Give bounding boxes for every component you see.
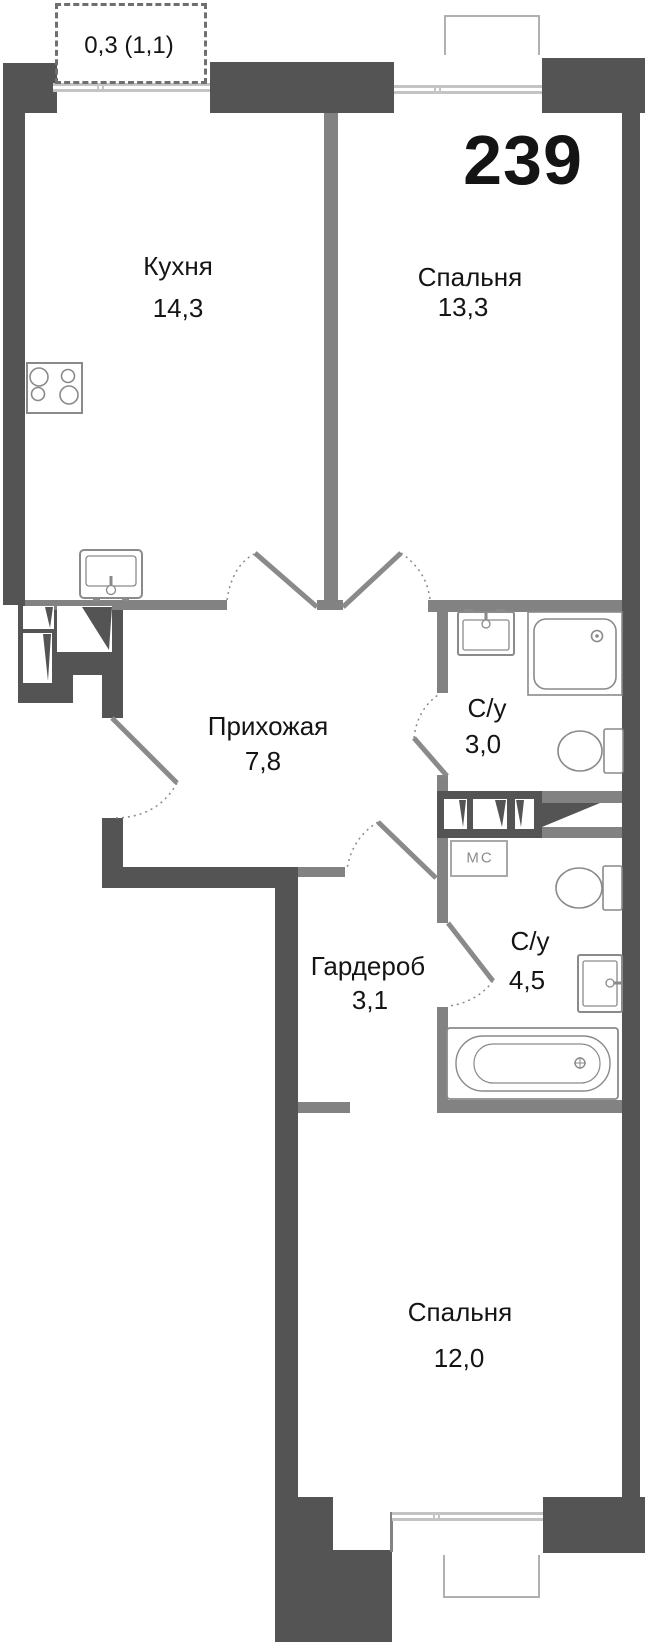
room-label-bathroom-small: С/у (467, 693, 507, 723)
wall-segment (622, 113, 640, 1553)
apartment-number: 239 (463, 121, 583, 199)
bathtub-icon (446, 1027, 619, 1100)
wall-segment (333, 1550, 392, 1642)
wall-segment (437, 1007, 448, 1113)
door-bathroom-large (446, 921, 495, 1007)
wall-segment (102, 867, 298, 888)
toilet-icon (557, 728, 624, 774)
window-mullion (97, 86, 104, 89)
wall-segment (3, 63, 57, 113)
door-wardrobe (346, 820, 438, 880)
wall-segment (324, 113, 338, 600)
shower-tray-icon (527, 611, 623, 696)
room-area-bathroom-large: 4,5 (508, 965, 546, 995)
bathroom-sink-icon (577, 954, 623, 1013)
room-label-bedroom-bottom: Спальня (407, 1297, 513, 1327)
wall-niche (73, 675, 102, 703)
door-bedroom-top (341, 551, 431, 609)
room-area-bedroom-bottom: 12,0 (433, 1343, 485, 1373)
wall-segment (102, 703, 123, 718)
wall-segment (3, 113, 25, 605)
vent-opening-icon (444, 799, 600, 829)
window (392, 1512, 543, 1521)
wall-segment (275, 888, 298, 1497)
wall-segment (543, 1497, 645, 1553)
duct-band (542, 791, 622, 803)
wall-segment (298, 1102, 350, 1113)
wall-segment (437, 838, 448, 923)
room-label-hallway: Прихожая (207, 711, 329, 741)
room-area-bedroom-top: 13,3 (437, 292, 489, 322)
wall-segment (275, 1497, 333, 1642)
room-label-kitchen: Кухня (143, 251, 213, 281)
room-area-wardrobe: 3,1 (351, 985, 389, 1015)
window-ledge (444, 15, 540, 55)
balcony-outline (55, 3, 207, 84)
wall-segment (390, 1512, 393, 1552)
washing-machine-label: МС (466, 849, 494, 867)
window-mullion (433, 1515, 440, 1518)
balcony-area-label: 0,3 (1,1) (84, 32, 174, 59)
room-label-bedroom-top: Спальня (417, 262, 523, 292)
wall-segment (298, 867, 345, 877)
door-kitchen (226, 551, 319, 609)
bathroom-sink-icon (457, 609, 515, 656)
vent-opening-icon (23, 606, 112, 683)
window (394, 85, 542, 94)
room-area-kitchen: 14,3 (152, 293, 204, 323)
wall-segment (428, 600, 622, 612)
stove-icon (26, 362, 83, 414)
window-mullion (434, 88, 441, 91)
room-area-hallway: 7,8 (244, 746, 282, 776)
room-label-wardrobe: Гардероб (310, 951, 426, 981)
door-entrance (110, 716, 179, 819)
duct-band (542, 827, 622, 838)
wall-segment (437, 1100, 622, 1113)
room-label-bathroom-large: С/у (510, 926, 550, 956)
kitchen-sink-icon (79, 549, 143, 601)
toilet-icon (555, 865, 623, 911)
wall-segment (437, 775, 448, 791)
wall-segment (25, 600, 227, 610)
wall-segment (542, 58, 645, 113)
room-area-bathroom-small: 3,0 (464, 729, 502, 759)
window-ledge (443, 1555, 540, 1598)
door-bathroom-small (412, 694, 449, 778)
washing-machine-slot (450, 840, 508, 877)
wall-segment (102, 818, 123, 867)
wall-segment (317, 600, 343, 610)
wall-segment (210, 62, 394, 113)
window (53, 83, 210, 92)
wall-segment (437, 612, 448, 693)
